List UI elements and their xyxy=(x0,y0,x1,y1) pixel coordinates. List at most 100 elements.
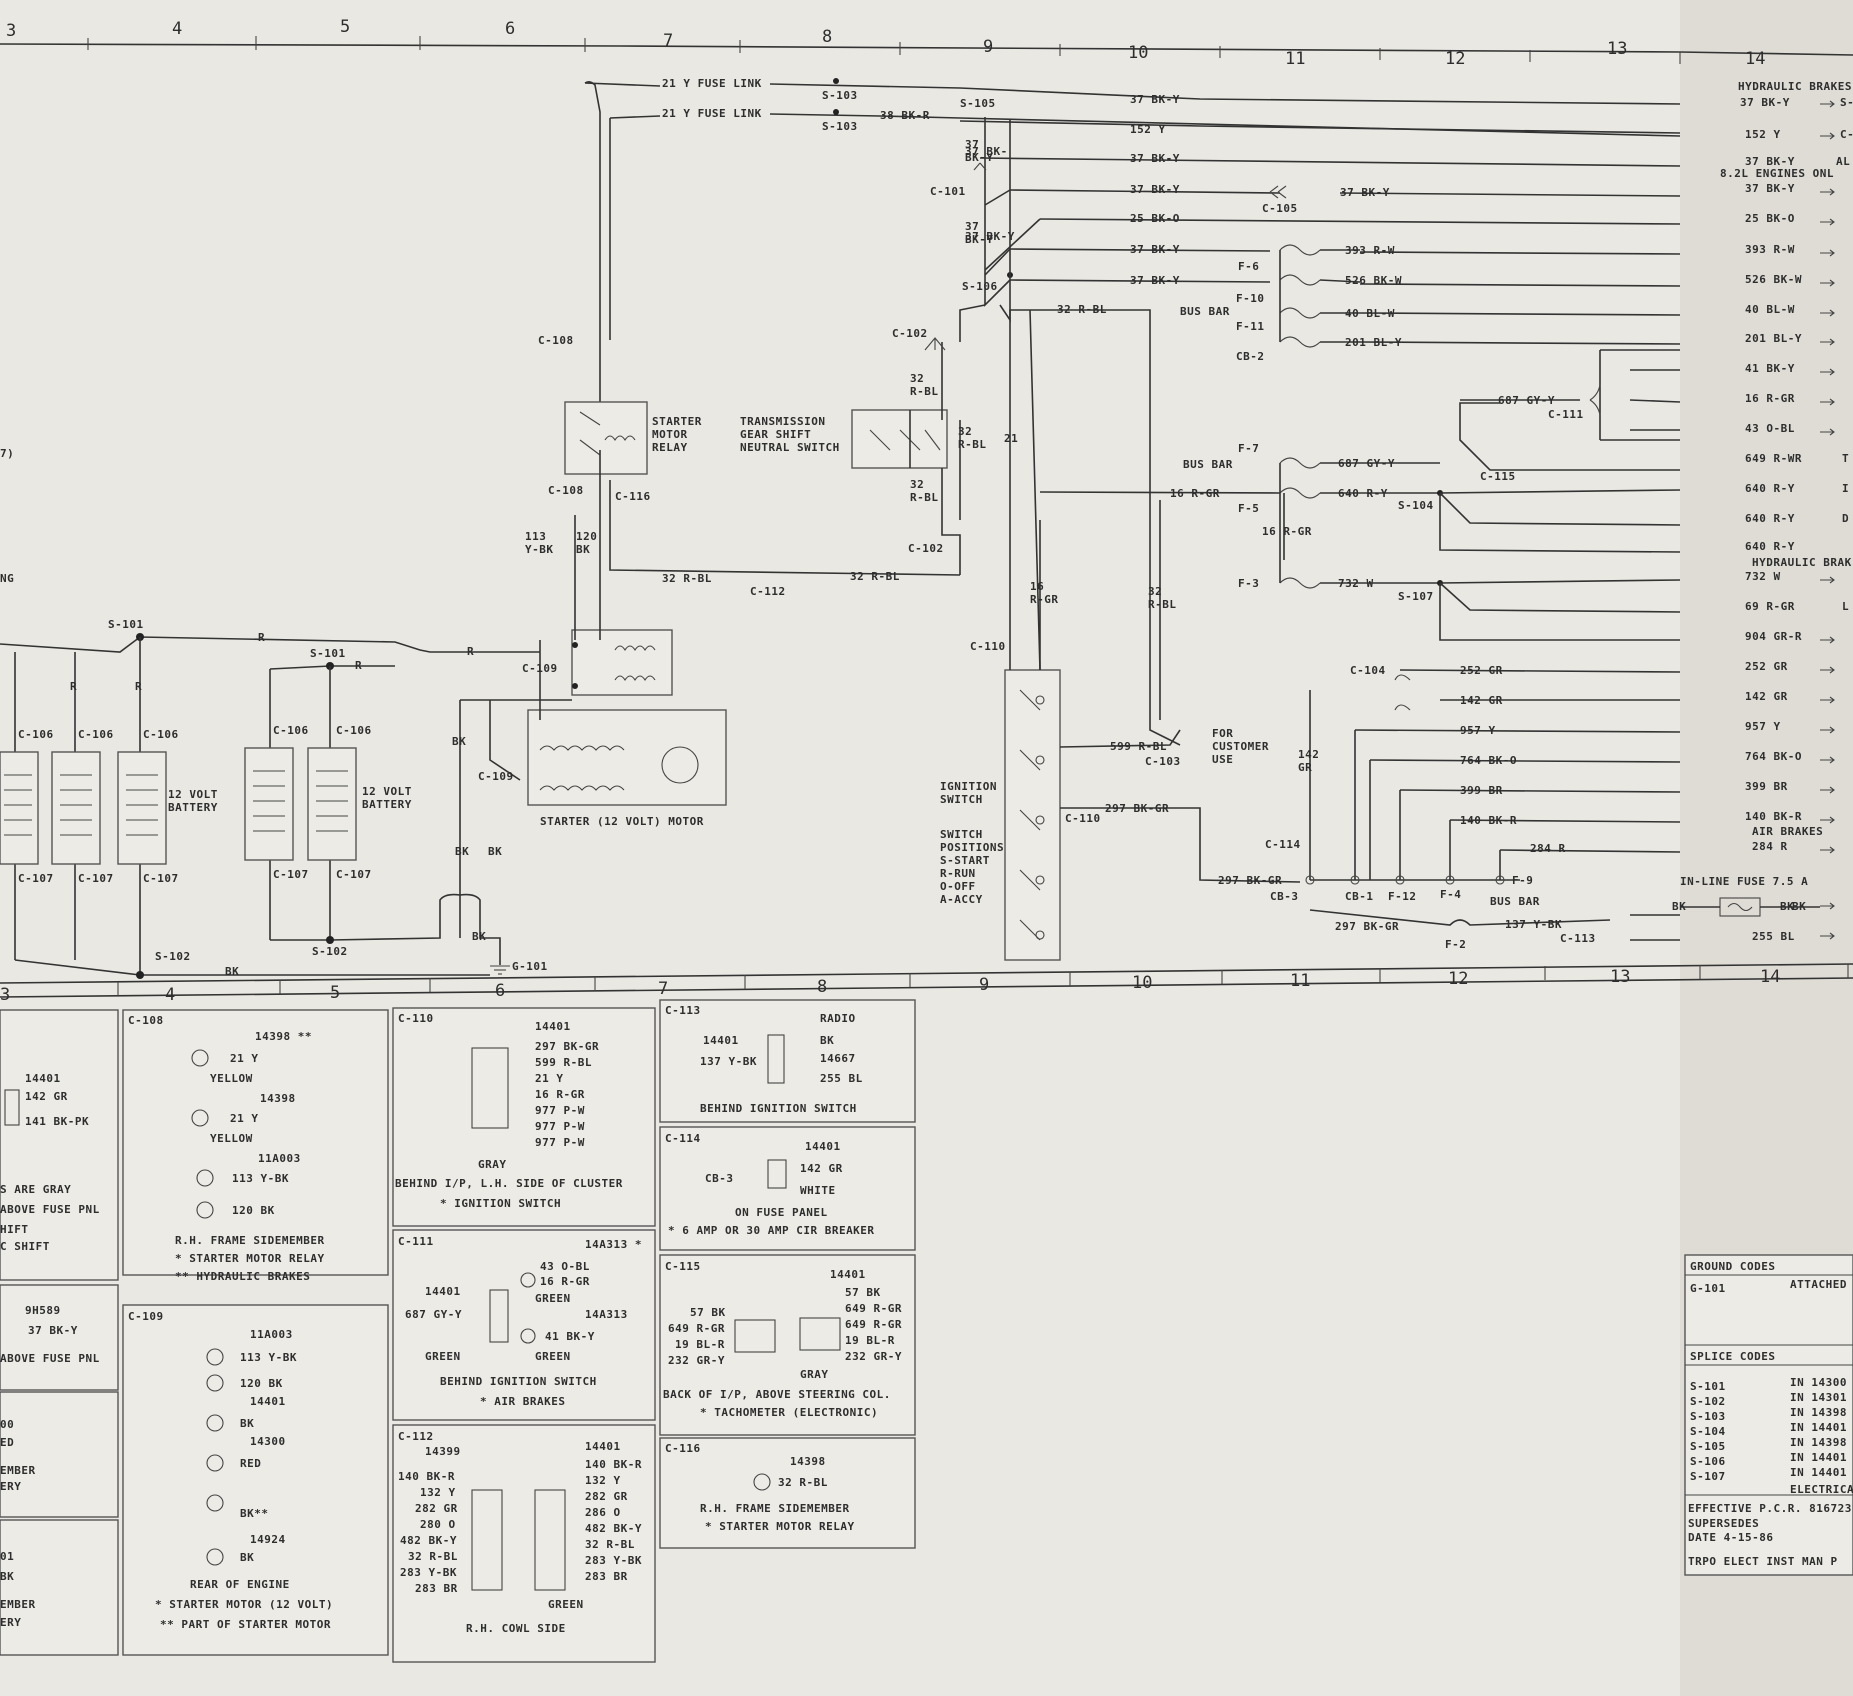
view-note: R.H. FRAME SIDEMEMBER xyxy=(175,1234,325,1247)
fuse-panel-upper: F-6 F-10 F-11 CB-2 BUS BAR 393 R-W 526 B… xyxy=(1039,244,1681,641)
view-note: ABOVE FUSE PNL xyxy=(0,1203,100,1216)
edge-label: 640 R-Y xyxy=(1745,482,1795,495)
grid-label-bottom: 3 xyxy=(0,985,10,1005)
connector-view-panel xyxy=(0,1391,119,1518)
splice-label: S-105 xyxy=(960,97,996,110)
edge-label: 393 R-W xyxy=(1745,243,1795,256)
arrow-icons xyxy=(1820,100,1835,940)
part-number: 14300 xyxy=(250,1435,286,1448)
view-note: R.H. COWL SIDE xyxy=(466,1622,566,1635)
battery-cell xyxy=(307,747,357,861)
wire-label: BK xyxy=(1672,900,1686,913)
edge-label: 16 R-GR xyxy=(1745,392,1795,405)
table-cell: IN 14301 xyxy=(1790,1391,1847,1404)
ignition-switch-box xyxy=(1004,669,1061,961)
grid-label-top: 13 xyxy=(1607,39,1627,59)
inline-fuse-label: IN-LINE FUSE 7.5 A xyxy=(1680,875,1808,888)
fuse-icon xyxy=(1279,307,1321,319)
connector-code: C-108 xyxy=(128,1014,164,1027)
pin-label: 283 Y-BK xyxy=(400,1566,457,1579)
ground-label: G-101 xyxy=(512,960,548,973)
ring-terminal-icon xyxy=(206,1414,224,1432)
view-note: REAR OF ENGINE xyxy=(190,1578,290,1591)
pin-label: 21 Y xyxy=(230,1112,259,1125)
pin-label: 16 R-GR xyxy=(535,1088,585,1101)
solenoid-box xyxy=(571,629,673,696)
connector-icon xyxy=(471,1489,503,1591)
pin-label: YELLOW xyxy=(210,1132,253,1145)
table-cell: IN 14398 xyxy=(1790,1436,1847,1449)
ring-terminal-icon xyxy=(206,1454,224,1472)
pin-label: 232 GR-Y xyxy=(668,1354,725,1367)
wire-label: 32 R-BL xyxy=(662,572,712,585)
connector-code: C-109 xyxy=(128,1310,164,1323)
connector-label: C-112 xyxy=(750,585,786,598)
edge-label: 526 BK-W xyxy=(1745,273,1802,286)
part-number: 14401 xyxy=(535,1020,571,1033)
pin-label: GRAY xyxy=(478,1158,507,1171)
edge-label: 69 R-GR xyxy=(1745,600,1795,613)
grid-label-top: 12 xyxy=(1445,49,1465,69)
wire-label: R xyxy=(70,680,77,693)
bottom-grid-ruler: 3 4 5 6 7 8 9 10 11 12 13 14 xyxy=(0,963,1853,1005)
part-number: RADIO xyxy=(820,1012,856,1025)
fuse-label: F-6 xyxy=(1238,260,1259,273)
wire-label: 599 R-BL xyxy=(1110,740,1167,753)
wire-label: BK xyxy=(225,965,239,978)
connector-code: C-112 xyxy=(398,1430,434,1443)
edge-suffix: I xyxy=(1842,482,1849,495)
splice-label: S-103 xyxy=(822,120,858,133)
connector-label: C-102 xyxy=(908,542,944,555)
pin-label: 41 BK-Y xyxy=(545,1330,595,1343)
table-cell: IN 14300 xyxy=(1790,1376,1847,1389)
grid-label-top: 7 xyxy=(663,31,673,51)
pin-label: 280 O xyxy=(420,1518,456,1531)
battery-group: S-101 S-101 R R R R R C-106 C-106 C-106 … xyxy=(0,447,548,979)
connector-label: C-106 xyxy=(336,724,372,737)
starter-motor-box xyxy=(527,709,727,806)
pin-label: 137 Y-BK xyxy=(700,1055,757,1068)
wire-label: 40 BL-W xyxy=(1345,307,1395,320)
part-number: 14924 xyxy=(250,1533,286,1546)
connector-label: C-104 xyxy=(1350,664,1386,677)
edge-label: 399 BR xyxy=(1745,780,1788,793)
wire-label: 38 BK-R xyxy=(880,109,930,122)
part-number: 14398 xyxy=(790,1455,826,1468)
connector-code: C-110 xyxy=(398,1012,434,1025)
edge-label: 649 R-WR xyxy=(1745,452,1802,465)
grid-label-top: 6 xyxy=(505,19,515,39)
pin-label: 599 R-BL xyxy=(535,1056,592,1069)
table-cell: S-101 xyxy=(1690,1380,1726,1393)
table-cell: S-107 xyxy=(1690,1470,1726,1483)
table-cell: S-106 xyxy=(1690,1455,1726,1468)
pin-label: 21 Y xyxy=(535,1072,564,1085)
edge-label: 640 R-Y xyxy=(1745,540,1795,553)
grid-label-bottom: 9 xyxy=(979,975,989,995)
edge-suffix: AL xyxy=(1836,155,1850,168)
pin-label: 977 P-W xyxy=(535,1104,585,1117)
view-note: ABOVE FUSE PNL xyxy=(0,1352,100,1365)
connector-label: C-106 xyxy=(78,728,114,741)
pin-label: 141 BK-PK xyxy=(25,1115,89,1128)
connector-label: C-109 xyxy=(522,662,558,675)
grid-label-bottom: 5 xyxy=(330,983,340,1003)
pin-label: 140 BK-R xyxy=(398,1470,455,1483)
pin-label: 32 R-BL xyxy=(778,1476,828,1489)
view-note: BEHIND IGNITION SWITCH xyxy=(700,1102,857,1115)
pin-label: 282 GR xyxy=(415,1502,458,1515)
part-number: 14401 xyxy=(703,1034,739,1047)
fuse-icon xyxy=(1279,244,1321,256)
grid-label-top: 10 xyxy=(1128,43,1148,63)
splice-label: S-101 xyxy=(310,647,346,660)
connector-label: C-110 xyxy=(970,640,1006,653)
pin-label: GREEN xyxy=(548,1598,584,1611)
fuse-label: F-4 xyxy=(1440,888,1461,901)
grid-label-top: 5 xyxy=(340,17,350,37)
wire-label: 137 Y-BK xyxy=(1505,918,1562,931)
pin-label: 19 BL-R xyxy=(845,1334,895,1347)
